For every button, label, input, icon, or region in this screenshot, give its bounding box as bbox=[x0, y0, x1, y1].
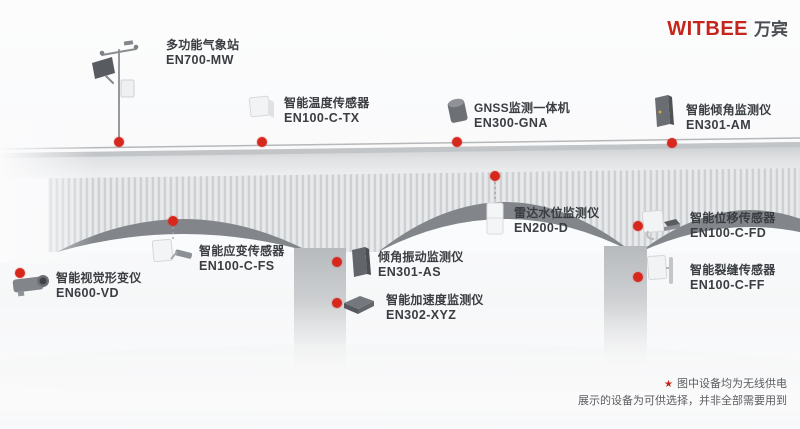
sensor-point-visual bbox=[15, 268, 25, 278]
device-label-visual-deformation: 智能视觉形变仪 EN600-VD bbox=[56, 271, 141, 301]
sensor-point-tilt-angle bbox=[667, 138, 677, 148]
device-model: EN100-C-FS bbox=[199, 259, 275, 273]
device-model: EN100-C-FF bbox=[690, 278, 765, 292]
tilt-monitor-icon bbox=[655, 95, 674, 127]
weather-station-icon bbox=[92, 40, 139, 141]
sensor-point-gnss bbox=[452, 137, 462, 147]
footnote-line1: ★ 图中设备均为无线供电 bbox=[578, 376, 787, 393]
gnss-monitor-icon bbox=[447, 98, 468, 123]
tilt-vibration-icon bbox=[352, 247, 371, 277]
device-model: EN301-AM bbox=[686, 118, 752, 132]
device-model: EN700-MW bbox=[166, 53, 234, 67]
temperature-sensor-icon bbox=[248, 95, 274, 118]
star-icon: ★ bbox=[664, 379, 673, 390]
footnote: ★ 图中设备均为无线供电 展示的设备为可供选择，并非全部需要用到 bbox=[578, 376, 787, 410]
footnote-text2: 展示的设备为可供选择，并非全部需要用到 bbox=[578, 395, 787, 407]
device-label-radar-water: 雷达水位监测仪 EN200-D bbox=[514, 206, 599, 236]
device-name: 智能应变传感器 bbox=[199, 244, 285, 258]
device-name: 智能视觉形变仪 bbox=[56, 271, 142, 285]
sensor-point-temperature bbox=[257, 137, 267, 147]
device-name: 智能位移传感器 bbox=[690, 211, 776, 225]
device-name: GNSS监测一体机 bbox=[474, 101, 570, 115]
acceleration-icon bbox=[344, 296, 374, 314]
sensor-point-displacement bbox=[633, 221, 643, 231]
device-label-crack: 智能裂缝传感器 EN100-C-FF bbox=[690, 263, 775, 293]
radar-water-level-icon bbox=[486, 202, 504, 235]
device-label-weather-station: 多功能气象站 EN700-MW bbox=[166, 38, 239, 68]
camera-icon bbox=[12, 275, 49, 297]
device-model: EN300-GNA bbox=[474, 116, 548, 130]
sensor-point-weather bbox=[114, 137, 124, 147]
device-model: EN301-AS bbox=[378, 265, 441, 279]
brand-logo-witbee: WITBEE bbox=[667, 18, 748, 40]
sensor-point-tilt-vibration bbox=[332, 257, 342, 267]
device-label-strain: 智能应变传感器 EN100-C-FS bbox=[199, 244, 284, 274]
device-model: EN200-D bbox=[514, 221, 569, 235]
device-name: 智能裂缝传感器 bbox=[690, 263, 776, 277]
device-label-gnss: GNSS监测一体机 EN300-GNA bbox=[474, 101, 570, 131]
device-name: 智能温度传感器 bbox=[284, 96, 370, 110]
displacement-sensor-icon bbox=[641, 209, 680, 240]
sensor-point-strain bbox=[168, 216, 178, 226]
ground-fade bbox=[0, 300, 800, 429]
device-label-tilt-angle: 智能倾角监测仪 EN301-AM bbox=[686, 103, 771, 133]
device-label-displacement: 智能位移传感器 EN100-C-FD bbox=[690, 211, 775, 241]
brand-logo: WITBEE 万宾 bbox=[667, 15, 788, 41]
device-name: 智能倾角监测仪 bbox=[686, 103, 772, 117]
brand-logo-wanbin: 万宾 bbox=[754, 20, 788, 39]
device-model: EN100-C-FD bbox=[690, 226, 767, 240]
device-name: 智能加速度监测仪 bbox=[386, 293, 484, 307]
device-label-acceleration: 智能加速度监测仪 EN302-XYZ bbox=[386, 293, 484, 323]
device-name: 多功能气象站 bbox=[166, 38, 240, 52]
sensor-point-crack bbox=[633, 272, 643, 282]
bridge-arches bbox=[57, 202, 800, 252]
bridge-deck bbox=[0, 137, 800, 179]
strain-sensor-icon bbox=[151, 238, 193, 263]
device-model: EN600-VD bbox=[56, 286, 119, 300]
sensor-point-radar bbox=[490, 171, 500, 181]
left-fog bbox=[0, 118, 95, 263]
device-name: 雷达水位监测仪 bbox=[514, 206, 600, 220]
device-model: EN302-XYZ bbox=[386, 308, 457, 322]
device-model: EN100-C-TX bbox=[284, 111, 360, 125]
crack-sensor-icon bbox=[646, 255, 673, 284]
device-label-temperature: 智能温度传感器 EN100-C-TX bbox=[284, 96, 369, 126]
device-label-tilt-vibration: 倾角振动监测仪 EN301-AS bbox=[378, 250, 463, 280]
footnote-text1: 图中设备均为无线供电 bbox=[677, 378, 787, 390]
sensor-point-acceleration bbox=[332, 298, 342, 308]
device-name: 倾角振动监测仪 bbox=[378, 250, 464, 264]
